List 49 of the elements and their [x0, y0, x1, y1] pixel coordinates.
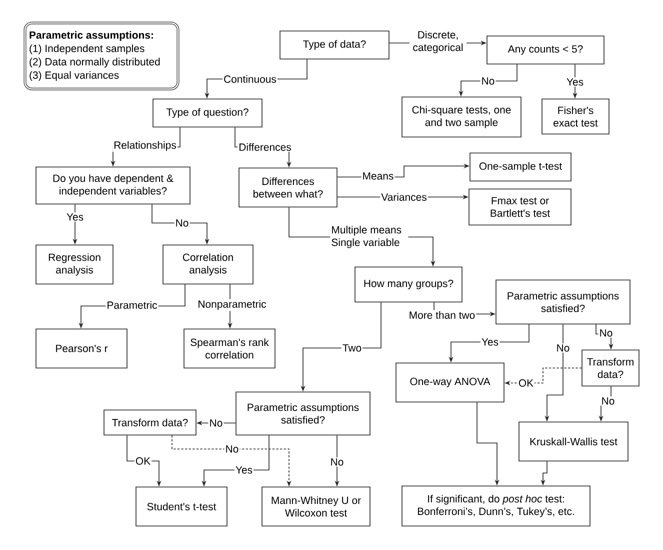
process-box: Fisher's exact test: [542, 98, 610, 134]
process-box: Type of data?: [280, 30, 390, 60]
process-box: Fmax test or Bartlett's test: [468, 188, 572, 226]
process-box: Kruskall-Wallis test: [518, 422, 628, 462]
edge-label: Yes: [480, 337, 500, 347]
edge-label: No: [480, 76, 496, 86]
process-box: Correlation analysis: [162, 244, 254, 284]
process-box: Chi-square tests, one and two sample: [402, 96, 522, 138]
edge-label: Nonparametric: [196, 299, 268, 311]
edge-label: Variances: [380, 192, 428, 202]
edge-label: Two: [341, 343, 363, 353]
edge-label: No: [208, 418, 224, 428]
process-box: One-way ANOVA: [396, 362, 504, 402]
process-box: One-sample t-test: [470, 152, 572, 182]
edge-label: No: [600, 396, 616, 406]
process-box: Parametric assumptions satisfied?: [496, 280, 630, 324]
process-box: Spearman's rank correlation: [184, 328, 276, 368]
process-box: Any counts < 5?: [486, 36, 604, 64]
edge-label: No: [329, 457, 345, 467]
process-box: Differences between what?: [238, 168, 338, 208]
edge-label: No: [174, 218, 190, 228]
process-box: Student's t-test: [136, 486, 228, 526]
edge-label: Discrete, categorical: [410, 30, 466, 54]
edge-label: Yes: [565, 77, 585, 87]
edge-label: OK: [517, 378, 535, 388]
process-box: Regression analysis: [36, 244, 114, 284]
process-box: If significant, do post hoc test: Bonferroni’s, Dunn’s, Tukey’s, etc.: [402, 486, 590, 526]
note-box: Parametric assumptions: (1) Independent samples (2) Data normally distributed (3) Equal variances: [24, 22, 180, 90]
edge-label: Relationships: [112, 140, 178, 152]
edge-label: No: [224, 444, 240, 454]
edge-label: Multiple means Single variable: [330, 224, 408, 250]
process-box: Pearson's r: [36, 328, 128, 368]
edge-label: Yes: [234, 465, 254, 475]
process-box: Parametric assumptions satisfied?: [236, 392, 370, 436]
edge-label: Parametric: [106, 300, 158, 310]
process-box: Type of question?: [152, 98, 262, 128]
edge-label: More than two: [408, 310, 476, 320]
process-box: How many groups?: [354, 266, 462, 302]
edge-label: No: [598, 328, 614, 338]
edge-label: OK: [134, 456, 152, 466]
edge-label: Continuous: [222, 74, 278, 84]
edge-label: Yes: [65, 212, 85, 222]
process-box: Transform data?: [582, 350, 640, 386]
process-box: Transform data?: [104, 410, 196, 436]
edge-label: Differences: [238, 142, 292, 152]
edge-label: Means: [361, 171, 395, 181]
edge-label: No: [555, 343, 571, 353]
process-box: Do you have dependent & independent variables?: [36, 166, 190, 204]
process-box: Mann-Whitney U or Wilcoxon test: [262, 486, 370, 526]
